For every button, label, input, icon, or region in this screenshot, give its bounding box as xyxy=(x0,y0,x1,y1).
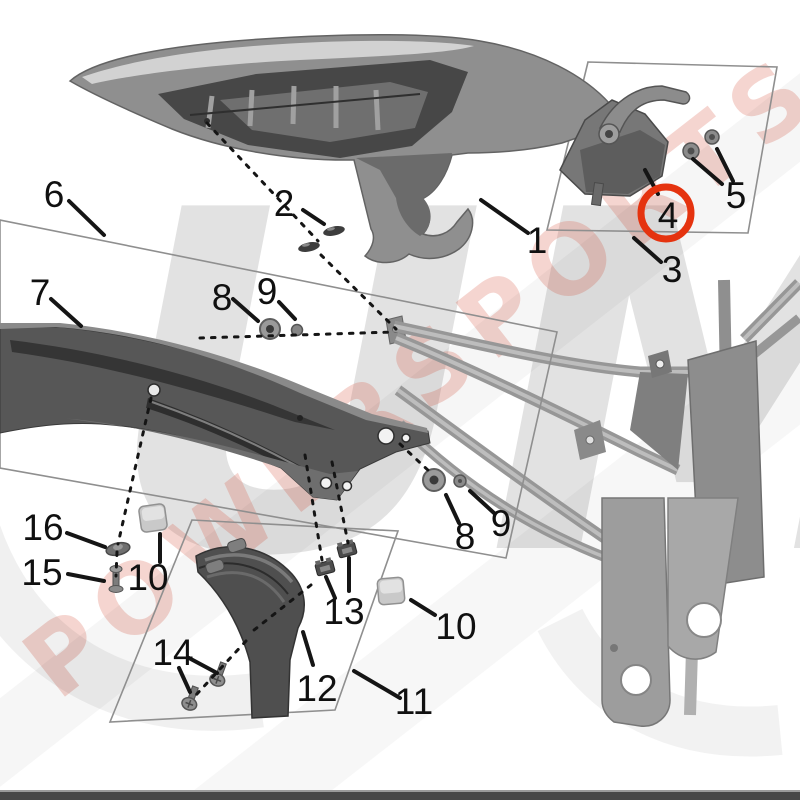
callout-label-13: 13 xyxy=(323,591,364,632)
dotted-link-bracket-to-screws-14 xyxy=(194,639,248,697)
leader-line-6 xyxy=(67,199,106,237)
square-nut-part-10-left xyxy=(138,503,168,533)
leader-line-13 xyxy=(324,575,337,600)
leader-line-14 xyxy=(187,656,219,675)
highlight-ring xyxy=(637,183,695,243)
watermark-letter-fragment xyxy=(0,524,264,731)
dotted-link-panel-to-washer-8b xyxy=(398,442,433,475)
dotted-link-panel-to-clamp-13b xyxy=(330,460,350,545)
callout-label-5: 5 xyxy=(726,175,747,216)
leader-line-12 xyxy=(301,630,315,667)
callout-label-9a: 9 xyxy=(257,271,278,312)
leader-line-11 xyxy=(352,669,402,700)
square-nut-part-10-right xyxy=(376,576,406,606)
bottom-bar xyxy=(0,792,800,800)
side-cover-part-7 xyxy=(0,323,431,501)
callout-label-11: 11 xyxy=(395,681,433,722)
callout-label-2: 2 xyxy=(274,183,295,224)
callout-label-10a: 10 xyxy=(127,557,168,598)
clip-nut-part-16 xyxy=(105,541,131,557)
bolt-part-9-lower xyxy=(453,474,467,488)
leader-line-2 xyxy=(301,208,326,226)
screws-part-14 xyxy=(181,661,227,711)
dotted-link-seat-to-bolt-2 xyxy=(205,121,320,243)
leader-line-1 xyxy=(479,198,530,235)
callout-label-8a: 8 xyxy=(212,277,233,318)
leader-line-5 xyxy=(691,157,724,186)
leader-line-10b xyxy=(409,598,437,617)
bolt-part-9-upper xyxy=(290,323,304,337)
leader-line-3 xyxy=(632,236,663,264)
latch-detail-box xyxy=(545,61,778,234)
leader-line-16 xyxy=(65,531,107,549)
callout-label-16: 16 xyxy=(22,507,63,548)
callout-label-8b: 8 xyxy=(455,516,476,557)
leader-line-7 xyxy=(49,297,83,328)
callout-label-4: 4 xyxy=(658,195,679,236)
leader-line-5-b xyxy=(715,147,735,183)
side-cover-box xyxy=(0,219,558,559)
seat-bolts-part-2 xyxy=(298,226,345,252)
callout-label-12: 12 xyxy=(296,668,337,709)
callout-label-9b: 9 xyxy=(491,503,512,544)
callout-label-10b: 10 xyxy=(435,606,476,647)
callout-label-3: 3 xyxy=(662,249,683,290)
dotted-link-washer-8-bolt-9-axis xyxy=(198,330,396,340)
clamps-part-13 xyxy=(314,539,358,577)
seat-latch-part-4 xyxy=(559,85,691,207)
bottom-divider-line xyxy=(0,790,800,792)
dotted-link-panel-to-clip-16 xyxy=(116,396,153,546)
leader-line-9b xyxy=(468,489,496,515)
bracket-detail-box xyxy=(108,519,400,723)
leader-line-9a xyxy=(277,300,297,321)
callout-label-15: 15 xyxy=(21,552,62,593)
callout-label-7: 7 xyxy=(30,272,51,313)
washer-part-8-lower xyxy=(422,468,446,492)
leader-line-8a xyxy=(231,297,260,323)
dotted-link-clip-16-to-bolt-15 xyxy=(114,550,119,578)
callout-label-6: 6 xyxy=(44,174,65,215)
dotted-link-clamp-to-bracket-12 xyxy=(247,583,313,636)
callout-label-14: 14 xyxy=(152,632,193,673)
leader-line-15 xyxy=(66,572,106,583)
washer-part-8-upper xyxy=(259,318,281,340)
leader-line-14-b xyxy=(177,666,192,694)
subframe-part-11 xyxy=(385,279,800,727)
latch-nuts-part-5 xyxy=(682,129,720,160)
leader-line-8b xyxy=(444,493,461,525)
callout-label-1: 1 xyxy=(527,220,548,261)
seat-part-1 xyxy=(68,33,614,264)
bracket-part-12 xyxy=(195,538,305,719)
